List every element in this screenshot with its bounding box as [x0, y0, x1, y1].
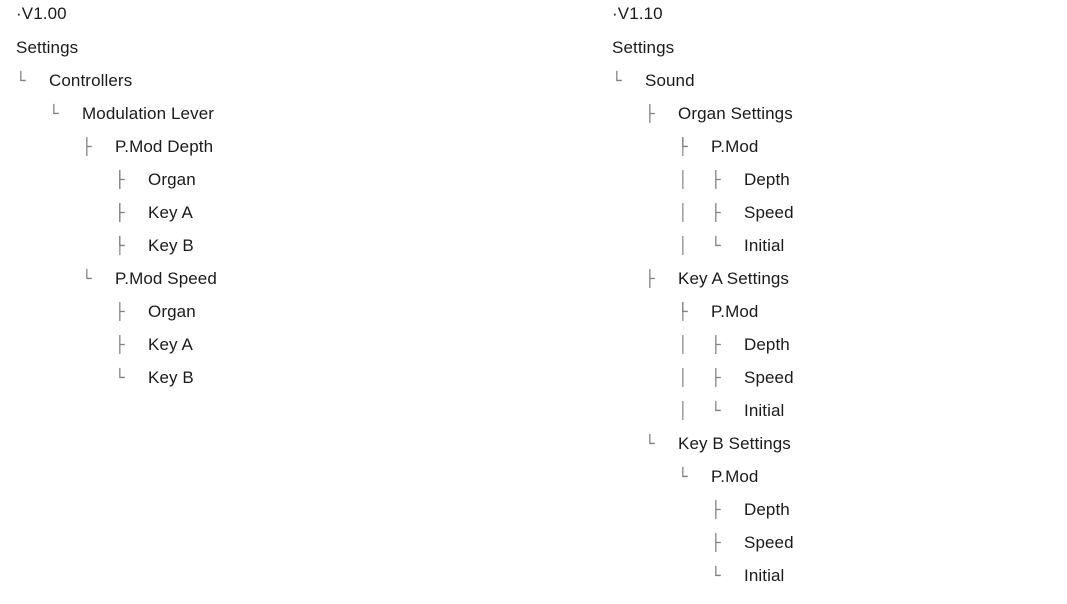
tree-node-label-key-a-settings: Key A Settings — [678, 269, 790, 288]
tree-node-label-key-b: Key B — [148, 236, 194, 255]
tree-node-label-initial: Initial — [744, 236, 785, 255]
version-header-v100: ·V1.00 — [16, 4, 67, 23]
tree-node-label-speed: Speed — [744, 203, 794, 222]
tree-branch-tee-icon: ├ — [115, 170, 125, 189]
tree-node-label-p-mod-depth: P.Mod Depth — [115, 137, 214, 156]
tree-branch-tee-icon: ├ — [645, 104, 655, 123]
tree-node-label-initial: Initial — [744, 401, 785, 420]
tree-branch-tee-icon: ├ — [711, 335, 721, 354]
tree-node-label-key-b-settings: Key B Settings — [678, 434, 791, 453]
tree-branch-corner-icon: └ — [678, 137, 688, 156]
tree-node-label-speed: Speed — [744, 368, 794, 387]
tree-branch-corner-icon: └ — [16, 71, 26, 90]
tree-node-label-speed: Speed — [744, 533, 794, 552]
tree-node-label-settings: Settings — [16, 38, 79, 57]
tree-branch-corner-icon: └ — [678, 467, 688, 486]
tree-node-label-depth: Depth — [744, 335, 790, 354]
tree-node-label-controllers: Controllers — [49, 71, 133, 90]
tree-branch-tee-icon: ├ — [645, 269, 655, 288]
tree-node-label-modulation-lever: Modulation Lever — [82, 104, 215, 123]
tree-branch-tee-icon: ├ — [711, 203, 721, 222]
tree-node-label-organ: Organ — [148, 170, 196, 189]
tree-vertical-line-icon: │ — [678, 170, 688, 189]
tree-branch-corner-icon: └ — [678, 302, 688, 321]
tree-branch-tee-icon: ├ — [82, 137, 92, 156]
tree-vertical-line-icon: │ — [115, 203, 125, 222]
tree-branch-tee-icon: ├ — [711, 533, 721, 552]
tree-branch-tee-icon: ├ — [115, 203, 125, 222]
tree-node-label-p-mod: P.Mod — [711, 302, 759, 321]
tree-node-label-key-b: Key B — [148, 368, 194, 387]
tree-branch-tee-icon: ├ — [711, 170, 721, 189]
tree-branch-tee-icon: ├ — [115, 302, 125, 321]
tree-node-label-key-a: Key A — [148, 335, 193, 354]
tree-branch-corner-icon: └ — [82, 269, 92, 288]
tree-branch-corner-icon: └ — [711, 401, 721, 420]
tree-branch-corner-icon: └ — [115, 236, 125, 255]
tree-node-label-p-mod-speed: P.Mod Speed — [115, 269, 217, 288]
tree-vertical-line-icon: │ — [678, 335, 688, 354]
tree-node-label-organ-settings: Organ Settings — [678, 104, 793, 123]
tree-node-label-key-a: Key A — [148, 203, 193, 222]
tree-branch-tee-icon: ├ — [115, 335, 125, 354]
tree-vertical-line-icon: │ — [115, 236, 125, 255]
tree-node-label-p-mod: P.Mod — [711, 467, 759, 486]
tree-branch-corner-icon: └ — [49, 104, 59, 123]
tree-vertical-line-icon: │ — [678, 401, 688, 420]
tree-branch-tee-icon: ├ — [711, 500, 721, 519]
tree-branch-corner-icon: └ — [612, 71, 622, 90]
tree-branch-corner-icon: └ — [645, 434, 655, 453]
tree-vertical-line-icon: │ — [678, 302, 688, 321]
tree-node-label-p-mod: P.Mod — [711, 137, 759, 156]
tree-node-label-initial: Initial — [744, 566, 785, 585]
tree-vertical-line-icon: │ — [678, 137, 688, 156]
tree-vertical-line-icon: │ — [678, 368, 688, 387]
tree-branch-tee-icon: ├ — [711, 368, 721, 387]
tree-node-label-organ: Organ — [148, 302, 196, 321]
tree-vertical-line-icon: │ — [678, 236, 688, 255]
tree-vertical-line-icon: │ — [678, 203, 688, 222]
tree-node-label-depth: Depth — [744, 500, 790, 519]
tree-branch-corner-icon: └ — [711, 236, 721, 255]
tree-branch-corner-icon: └ — [115, 368, 125, 387]
tree-node-label-settings: Settings — [612, 38, 675, 57]
tree-vertical-line-icon: │ — [115, 170, 125, 189]
version-header-v110: ·V1.10 — [612, 4, 663, 23]
tree-branch-corner-icon: └ — [711, 566, 721, 585]
tree-node-label-sound: Sound — [645, 71, 695, 90]
tree-node-label-depth: Depth — [744, 170, 790, 189]
